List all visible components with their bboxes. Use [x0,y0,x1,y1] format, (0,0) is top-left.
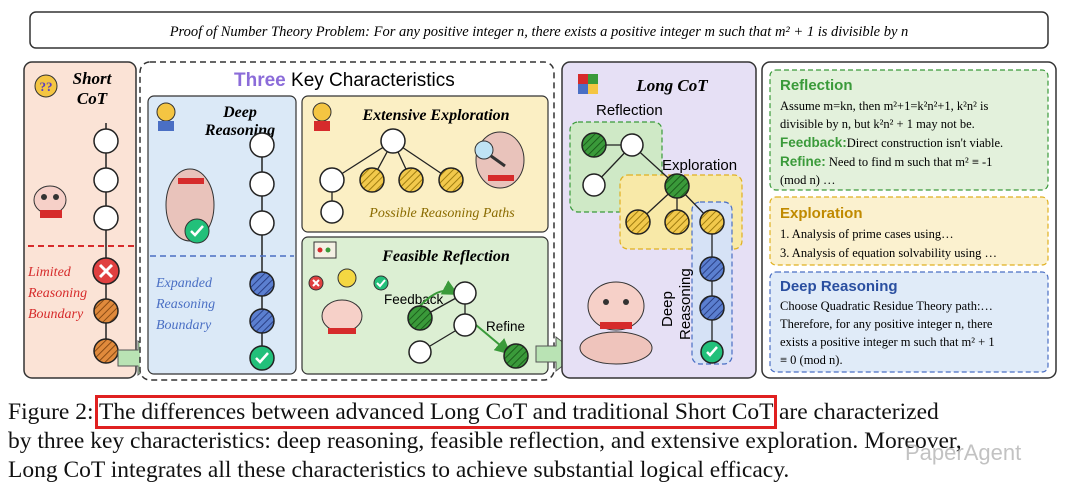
short-node-1 [93,128,119,154]
figure-caption: Figure 2: The differences between advanc… [8,395,1074,485]
exploration-detail-title: Exploration [780,205,863,222]
short-cot-title-2: CoT [77,89,108,108]
long-deep-label-1: Deep [659,291,676,327]
reflection-detail-line2: divisible by n, but k²n² + 1 may not be. [780,117,975,131]
feedback-label: Feedback [384,292,444,307]
reflect-snake-icon [321,299,363,334]
long-cot-title: Long CoT [635,76,708,95]
short-snake-icon [33,185,67,218]
feedback-detail-label: Feedback: [780,135,847,150]
watermark: PaperAgent [905,440,1022,465]
caption-rest1: are characterized [773,399,939,425]
exploration-title: Extensive Exploration [361,107,509,124]
long-check-icon [706,346,718,357]
feedback-detail-text: Direct construction isn't viable. [847,136,1003,150]
long-cot-graph [581,132,725,364]
long-reflection-label: Reflection [596,102,663,119]
title-text: Proof of Number Theory Problem: For any … [169,24,909,40]
caption-prefix: Figure 2: [8,399,99,425]
short-node-brown-1 [93,298,119,324]
refine-detail-label: Refine: [780,154,826,169]
deep-detail-title: Deep Reasoning [780,278,898,295]
caption-line2: by three key characteristics: deep reaso… [8,428,962,454]
deep-snake-icon [165,168,215,244]
svg-text:Feedback:Direct construction i: Feedback:Direct construction isn't viabl… [780,135,1003,150]
deep-title-1: Deep [222,104,257,121]
magnifier-snake-icon [474,131,525,189]
reflection-detail-line1: Assume m=kn, then m²+1=k²n²+1, k²n² is [780,99,989,113]
key-char-title-highlight: Three [234,70,286,91]
svg-text:??: ?? [40,79,53,94]
short-node-2 [93,167,119,193]
reflection-title: Feasible Reflection [381,248,510,265]
deep-detail-line4: ≡ 0 (mod n). [780,353,843,367]
x-bulb-check-icons [308,268,389,291]
exploration-detail-box [769,196,1049,266]
deep-reasoning-panel [147,95,297,375]
short-cot-panel [23,61,137,379]
exploration-panel [301,95,549,233]
exploration-detail-line2: 3. Analysis of equation solvability usin… [780,246,997,260]
deep-boundary-3: Boundary [156,318,212,333]
exploration-tree [319,128,464,224]
puzzle-icon [578,74,598,94]
explorer-icon [312,102,332,131]
deep-boundary-1: Expanded [155,276,213,291]
long-snake-icon [579,281,653,365]
deep-chain [249,132,275,371]
short-cot-icon: ?? [34,74,58,98]
reflection-panel [301,236,549,375]
caption-line3: Long CoT integrates all these characteri… [8,457,790,483]
deep-detail-box [769,271,1049,373]
short-boundary-1: Limited [27,265,72,280]
reflection-detail-title: Reflection [780,77,853,94]
short-boundary-3: Boundary [28,307,84,322]
check-icon [255,352,269,364]
exploration-detail-line1: 1. Analysis of prime cases using… [780,227,954,241]
short-node-brown-2 [93,338,119,364]
refine-detail-text: Need to find m such that m² ≡ -1 [826,155,993,169]
thinking-person-icon [156,102,176,131]
possible-paths-label: Possible Reasoning Paths [368,206,515,221]
key-char-title: Three Key Characteristics [234,70,455,91]
long-exploration-label: Exploration [662,157,737,174]
short-boundary-2: Reasoning [27,286,87,301]
deep-detail-line2: Therefore, for any positive integer n, t… [780,317,993,331]
short-node-3 [93,205,119,231]
refine-label: Refine [486,319,525,334]
long-deep-label-2: Reasoning [677,268,694,340]
deep-boundary-2: Reasoning [155,297,215,312]
svg-text:Refine: Need to find m such th: Refine: Need to find m such that m² ≡ -1 [780,154,992,169]
refine-detail-text2: (mod n) … [780,173,836,187]
reflection-detail-box [769,69,1049,191]
board-icon [313,241,337,259]
key-char-title-rest: Key Characteristics [286,70,455,91]
caption-highlight: The differences between advanced Long Co… [94,395,778,429]
deep-detail-line3: exists a positive integer m such that m²… [780,335,995,349]
short-cot-chain [92,123,120,364]
title-box [29,11,1049,49]
reflection-graph [407,280,529,369]
deep-detail-line1: Choose Quadratic Residue Theory path:… [780,299,993,313]
x-icon [98,263,114,279]
short-cot-title-1: Short [73,69,113,88]
